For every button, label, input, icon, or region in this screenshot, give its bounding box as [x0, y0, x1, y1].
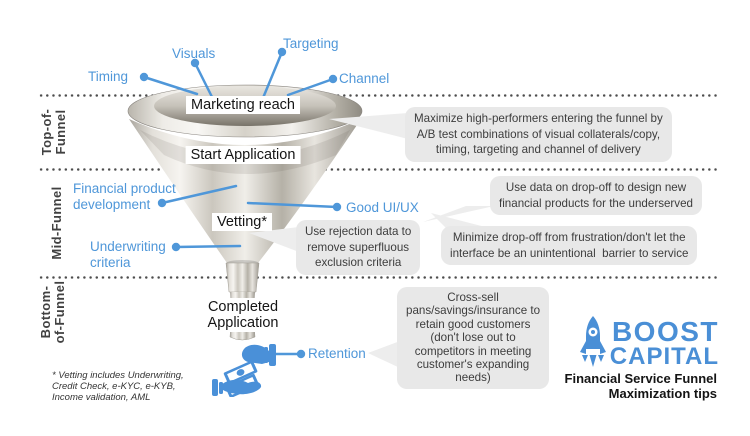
financial-product-dot [157, 198, 167, 208]
stage-vetting: Vetting* [212, 213, 272, 231]
callout-tail-interface [431, 213, 497, 230]
hand-icon-lower-cuff-bar [219, 382, 223, 394]
financial-product-leader-line [160, 184, 238, 205]
callout-cross-sell: Cross-sell pans/savings/insurance to ret… [397, 287, 550, 389]
underwriting-leader-line [174, 244, 242, 249]
hand-icon-upper-cuff [269, 344, 276, 366]
targeting-dot [277, 47, 287, 57]
visuals-dot [190, 58, 200, 68]
divider-top-funnel [38, 94, 720, 97]
callout-tail-marketing [329, 113, 408, 139]
hand-icon-lower-cuff [212, 379, 218, 396]
channel-dot [328, 74, 338, 84]
callout-rejection: Use rejection data to remove superfluous… [296, 220, 421, 275]
callout-marketing: Maximize high-performers entering the fu… [405, 107, 672, 162]
timing-dot [139, 72, 149, 82]
logo-boost: BOOST [611, 316, 719, 347]
divider-mid-funnel [38, 168, 720, 171]
label-underwriting-criteria: Underwriting criteria [90, 239, 166, 270]
timing-leader-line [142, 75, 199, 96]
hand-icon-lower-palm [221, 379, 262, 395]
good-uiux-dot [332, 202, 342, 212]
rocket-fin-left [580, 341, 586, 354]
stage-completed-application: Completed Application [202, 298, 284, 332]
funnel-collar [225, 262, 260, 293]
logo-tagline: Financial Service Funnel Maximization ti… [564, 371, 717, 401]
divider-bottom-funnel [38, 276, 720, 279]
rocket-flames [582, 355, 604, 367]
label-timing: Timing [88, 69, 129, 84]
hand-icon-upper-hand [241, 344, 269, 364]
label-financial-product-development: Financial product development [73, 181, 176, 212]
rocket-fin-right [600, 341, 606, 354]
callout-tail-rejection [249, 227, 299, 252]
targeting-leader-line [261, 50, 284, 100]
underwriting-dot [171, 242, 181, 252]
hand-giving-money-icon [212, 344, 276, 397]
channel-leader-line [286, 77, 335, 97]
vetting-footnote: * Vetting includes Underwriting, Credit … [52, 370, 184, 403]
label-targeting: Targeting [283, 36, 339, 51]
good-uiux-leader-line [246, 201, 339, 209]
rocket-icon [580, 316, 606, 367]
stage-marketing-reach: Marketing reach [186, 96, 300, 114]
label-good-ui-ux: Good UI/UX [346, 200, 419, 215]
callout-product: Use data on drop-off to design new finan… [490, 176, 702, 215]
callout-interface: Minimize drop-off from frustration/don't… [441, 226, 698, 265]
callout-tail-cross-sell [368, 341, 400, 368]
label-visuals: Visuals [172, 46, 216, 61]
label-channel: Channel [339, 71, 390, 86]
visuals-leader-line [193, 61, 214, 99]
stage-start-application: Start Application [185, 146, 301, 164]
logo-capital: CAPITAL [609, 343, 719, 370]
retention-dot [296, 349, 306, 359]
label-retention: Retention [308, 346, 366, 361]
